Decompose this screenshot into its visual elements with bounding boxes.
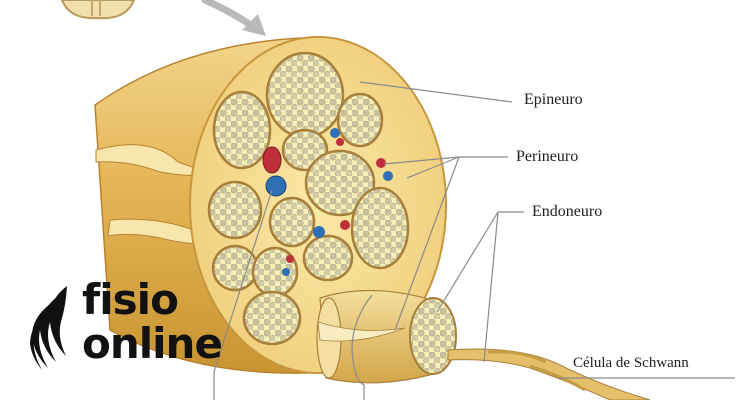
orientation-arrow-icon — [201, 0, 266, 36]
fascicles — [207, 51, 410, 346]
label-schwann-cell: Célula de Schwann — [573, 355, 689, 371]
fascicle — [211, 244, 259, 292]
vein — [282, 268, 290, 276]
vein — [265, 175, 287, 197]
artery — [340, 220, 350, 230]
fascicle — [212, 90, 272, 170]
logo-text-online: online — [82, 319, 223, 368]
artery — [376, 158, 386, 168]
leader-line-bottom — [213, 189, 273, 373]
artery — [286, 255, 294, 263]
fascicle — [304, 149, 376, 217]
vein — [383, 171, 393, 181]
fascicle — [350, 186, 410, 270]
fascicle-fold — [317, 321, 406, 342]
endoneurium-cross-section — [409, 297, 457, 375]
fascicle — [336, 92, 384, 148]
vein — [330, 128, 340, 138]
schwann-cell-sheath — [487, 350, 586, 392]
fascicle — [242, 290, 302, 346]
label-epineuro: Epineuro — [524, 91, 583, 108]
leader-line-endoneuro — [436, 211, 499, 313]
vein — [313, 226, 325, 238]
artery — [262, 146, 282, 174]
fascicle — [207, 180, 263, 240]
leader-line-endoneuro — [483, 211, 499, 363]
leader-line-bottom — [351, 294, 373, 400]
logo-text-fisio: fisio — [82, 275, 179, 324]
fisio-online-flame-logo-icon — [30, 286, 67, 370]
leader-line-epineuro — [359, 81, 513, 103]
spinal-cord-icon — [60, 0, 136, 20]
artery — [336, 138, 344, 146]
leader-lines — [213, 81, 735, 400]
fascicle — [302, 234, 354, 282]
leader-line-perineuro — [394, 156, 460, 331]
blood-vessels — [262, 128, 393, 276]
leader-line-perineuro — [406, 156, 460, 179]
label-endoneuro: Endoneuro — [532, 203, 603, 220]
leader-line-perineuro — [383, 156, 460, 165]
label-perineuro: Perineuro — [516, 148, 579, 165]
fascicle — [268, 196, 316, 248]
fascicle — [265, 51, 345, 139]
